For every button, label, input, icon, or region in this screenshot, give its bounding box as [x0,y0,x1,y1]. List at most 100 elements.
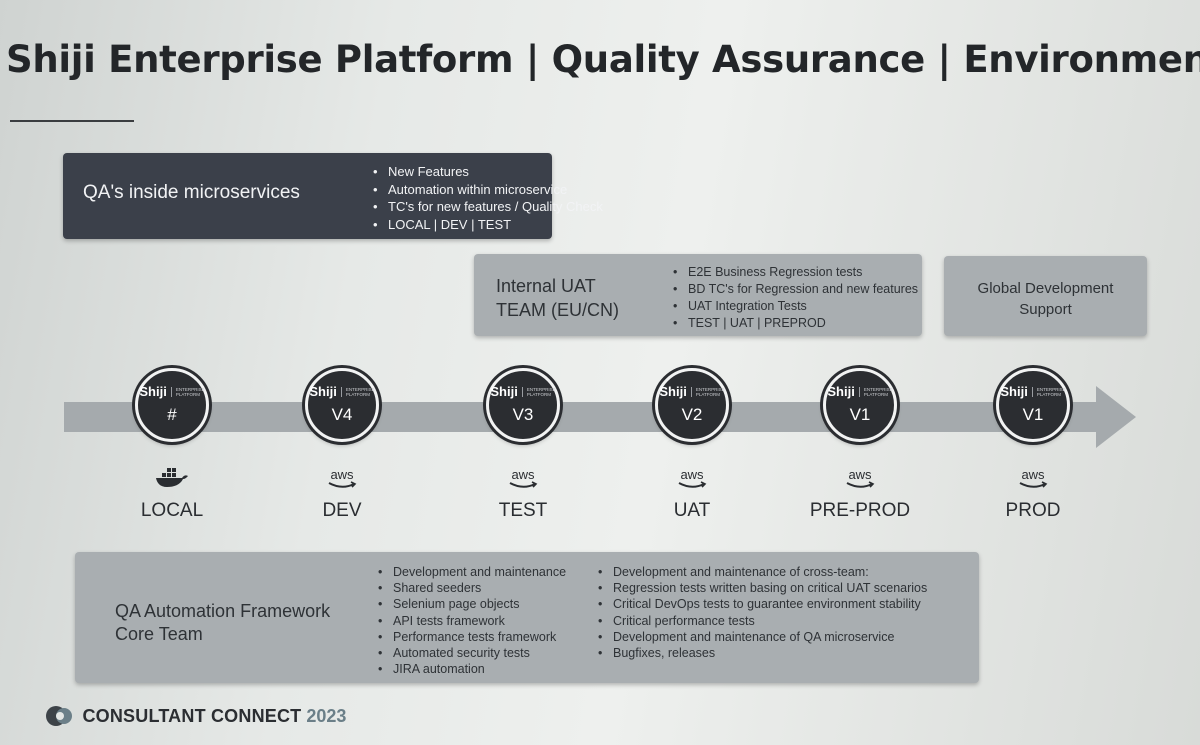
list-item: Selenium page objects [375,596,566,612]
version-label: V1 [1022,405,1044,424]
environment-label: UAT [673,500,711,521]
list-item: Development and maintenance of QA micros… [595,629,927,645]
aws-text: aws [1021,467,1045,482]
aws-smile-icon [328,481,357,488]
badge-brand: Shiji [659,384,687,399]
list-item: New Features [370,163,603,181]
aws-icon: aws [963,468,1103,494]
aws-text: aws [511,467,535,482]
list-item: Development and maintenance of cross-tea… [595,564,927,580]
list-item: Critical performance tests [595,613,927,629]
aws-icon: aws [272,468,412,494]
global-support-panel: Global Development Support [944,256,1147,336]
list-item: UAT Integration Tests [670,298,918,315]
aws-smile-icon [846,481,875,488]
list-item: Critical DevOps tests to guarantee envir… [595,596,927,612]
aws-text: aws [848,467,872,482]
provider-logo [102,468,242,494]
badge-tagline-line1: ENTERPRISE [345,386,375,392]
badge-tagline-line2: PLATFORM [175,391,201,397]
badge-tagline-line2: PLATFORM [345,391,371,397]
badge-brand: Shiji [490,384,518,399]
core-team-framework-list: Development and maintenance Shared seede… [375,564,566,678]
version-label: V1 [849,405,871,424]
badge-brand: Shiji [139,384,167,399]
version-label: V4 [331,405,353,424]
badge-brand: Shiji [309,384,337,399]
qa-microservices-panel: QA's inside microservices New Features A… [63,153,603,239]
page-title: Shiji Enterprise Platform | Quality Assu… [6,38,1200,81]
uat-team-panel: Internal UAT TEAM (EU/CN) E2E Business R… [474,254,922,336]
uat-team-list: E2E Business Regression tests BD TC's fo… [670,264,918,332]
badge-tagline-line1: ENTERPRISE [526,386,556,392]
core-team-heading: QA Automation Framework Core Team [115,600,330,646]
list-item: TC's for new features / Quality Check [370,198,603,216]
badge-tagline-line1: ENTERPRISE [175,386,205,392]
aws-smile-icon [678,481,707,488]
docker-icon [156,468,188,487]
badge-tagline-line1: ENTERPRISE [863,386,893,392]
badge-tagline-line1: ENTERPRISE [695,386,725,392]
list-item: Performance tests framework [375,629,566,645]
list-item: LOCAL | DEV | TEST [370,216,603,234]
badge-tagline-line2: PLATFORM [526,391,552,397]
version-label: # [167,405,177,424]
qa-microservices-heading: QA's inside microservices [83,182,300,203]
badge-brand: Shiji [1000,384,1028,399]
uat-team-heading: Internal UAT TEAM (EU/CN) [496,274,619,322]
qa-microservices-list: New Features Automation within microserv… [370,163,603,233]
environment-label: DEV [322,500,362,521]
aws-text: aws [330,467,354,482]
core-team-cross-team-list: Development and maintenance of cross-tea… [595,564,927,661]
list-item: E2E Business Regression tests [670,264,918,281]
aws-icon: aws [790,468,930,494]
aws-smile-icon [509,481,538,488]
version-label: V2 [681,405,703,424]
aws-icon: aws [453,468,593,494]
list-item: JIRA automation [375,661,566,677]
uat-team-heading-line2: TEAM (EU/CN) [496,300,619,320]
environment-label: LOCAL [140,500,204,521]
footer-year: 2023 [306,705,347,726]
core-team-panel: QA Automation Framework Core Team Develo… [75,552,979,683]
footer-brand: CONSULTANT CONNECT [82,705,302,726]
consultant-connect-logo-icon [46,706,72,726]
environment-label: PRE-PROD [809,500,911,521]
badge-tagline-line2: PLATFORM [695,391,721,397]
aws-text: aws [680,467,704,482]
aws-smile-icon [1019,481,1048,488]
badge-tagline-line2: PLATFORM [1036,391,1062,397]
badge-tagline-line1: ENTERPRISE [1036,386,1066,392]
list-item: Development and maintenance [375,564,566,580]
environment-label: TEST [498,500,548,521]
core-team-heading-line1: QA Automation Framework [115,601,331,621]
list-item: Automated security tests [375,645,566,661]
environment-label: PROD [1005,500,1061,521]
timeline-arrow [64,386,1136,448]
global-support-line1: Global Development [977,280,1114,297]
version-label: V3 [512,405,534,424]
list-item: Automation within microservice [370,181,603,199]
